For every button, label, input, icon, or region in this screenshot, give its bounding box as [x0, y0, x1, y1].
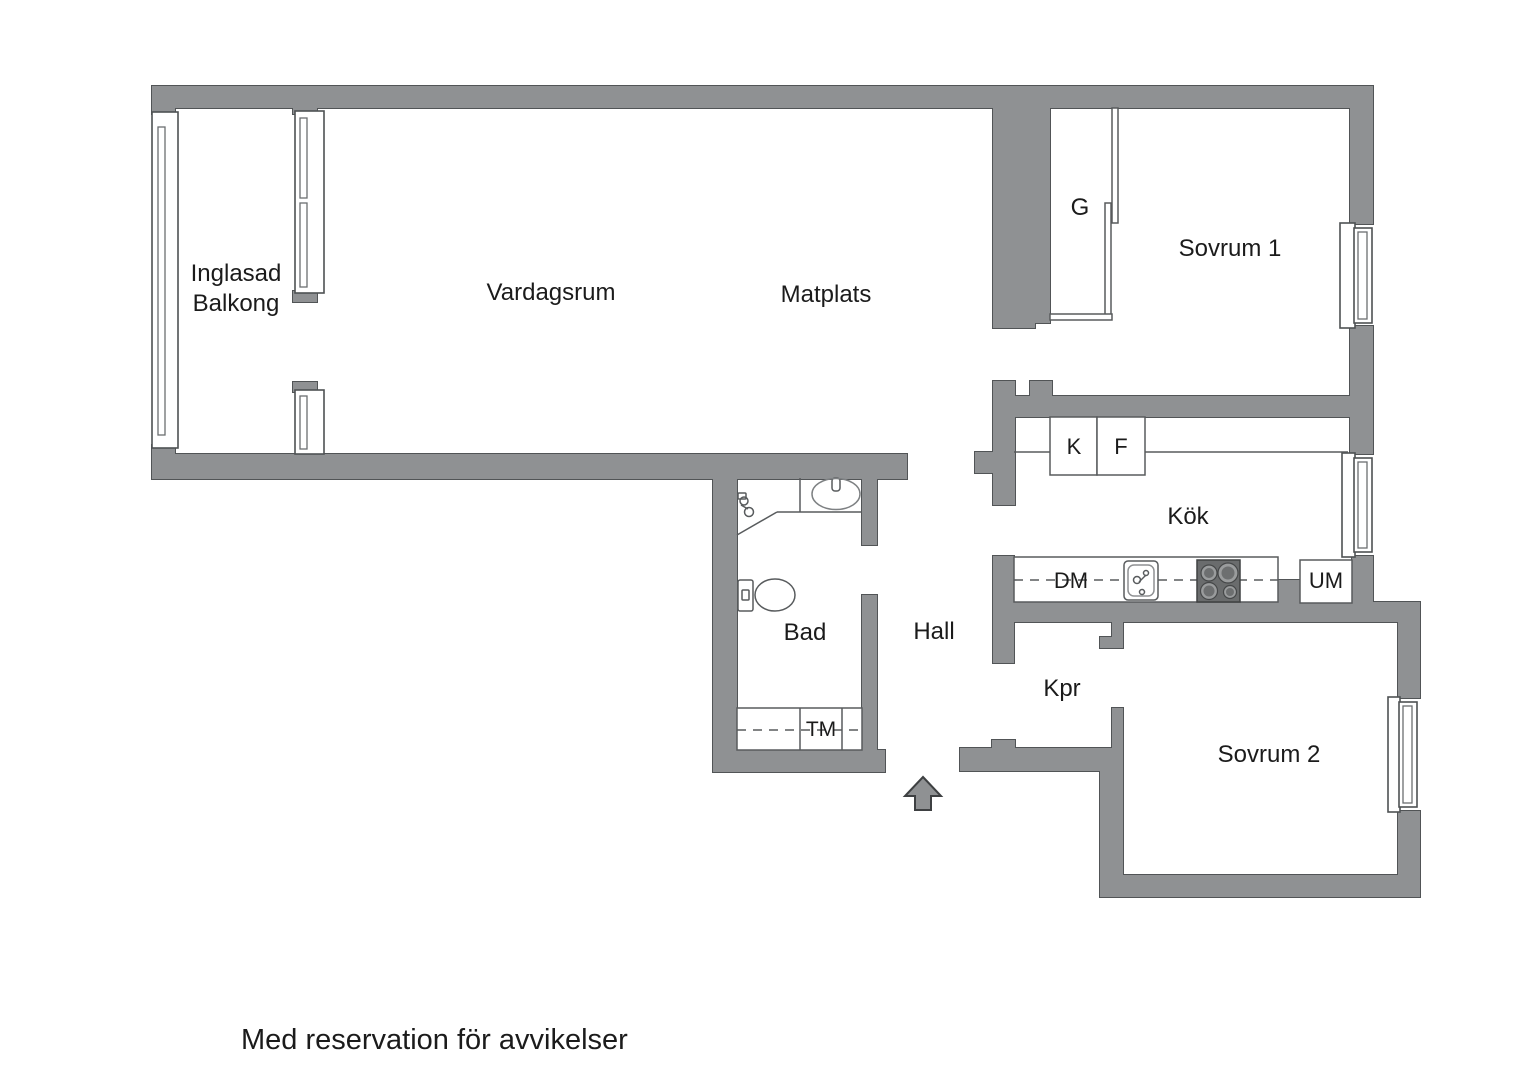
washbasin-icon — [811, 477, 861, 511]
wardrobe-sliding-doors — [1049, 107, 1119, 321]
room-label-kitchen: Kök — [1167, 503, 1209, 530]
bedroom2-window — [1387, 696, 1418, 813]
room-label-balcony-line2: Balkong — [192, 290, 280, 317]
um-cabinet — [1299, 559, 1353, 604]
kitchen-fixtures — [1013, 416, 1353, 604]
room-label-closet: Kpr — [1043, 675, 1081, 702]
washing-machine-counter — [736, 707, 863, 751]
balcony-partition-window-lower — [294, 389, 325, 455]
room-label-hall: Hall — [913, 618, 955, 645]
room-label-bedroom1: Sovrum 1 — [1178, 235, 1282, 262]
room-label-wardrobe: G — [1070, 194, 1090, 221]
entrance-arrow-icon — [902, 775, 944, 811]
windows-layer — [151, 110, 1418, 813]
fridge-cabinet — [1049, 416, 1098, 476]
balcony-partition-window-upper — [294, 110, 325, 294]
room-label-bathroom: Bad — [783, 619, 827, 646]
balcony-side-window — [151, 111, 179, 449]
appliance-label-fridge: K — [1066, 434, 1082, 459]
kitchen-sink-icon — [1123, 560, 1159, 601]
appliance-label-freezer: F — [1114, 434, 1128, 459]
room-label-dining: Matplats — [780, 281, 872, 308]
appliance-label-um: UM — [1308, 568, 1344, 593]
freezer-cabinet — [1096, 416, 1146, 476]
room-label-living-room: Vardagsrum — [486, 279, 616, 306]
shower-mixer-icon — [737, 492, 755, 518]
appliance-label-dishwasher: DM — [1053, 568, 1089, 593]
room-label-balcony: Inglasad Balkong — [191, 259, 282, 319]
walls-layer — [151, 85, 1421, 898]
disclaimer-text: Med reservation för avvikelser — [241, 1024, 628, 1056]
kitchen-window — [1341, 452, 1373, 558]
room-label-bedroom2: Sovrum 2 — [1217, 741, 1321, 768]
toilet-icon — [737, 578, 796, 612]
appliance-label-washing-machine: TM — [805, 718, 837, 741]
room-label-balcony-line1: Inglasad — [190, 260, 282, 287]
bathroom-fixtures — [736, 477, 863, 751]
bedroom1-window — [1339, 222, 1373, 329]
stove-icon — [1196, 559, 1241, 603]
